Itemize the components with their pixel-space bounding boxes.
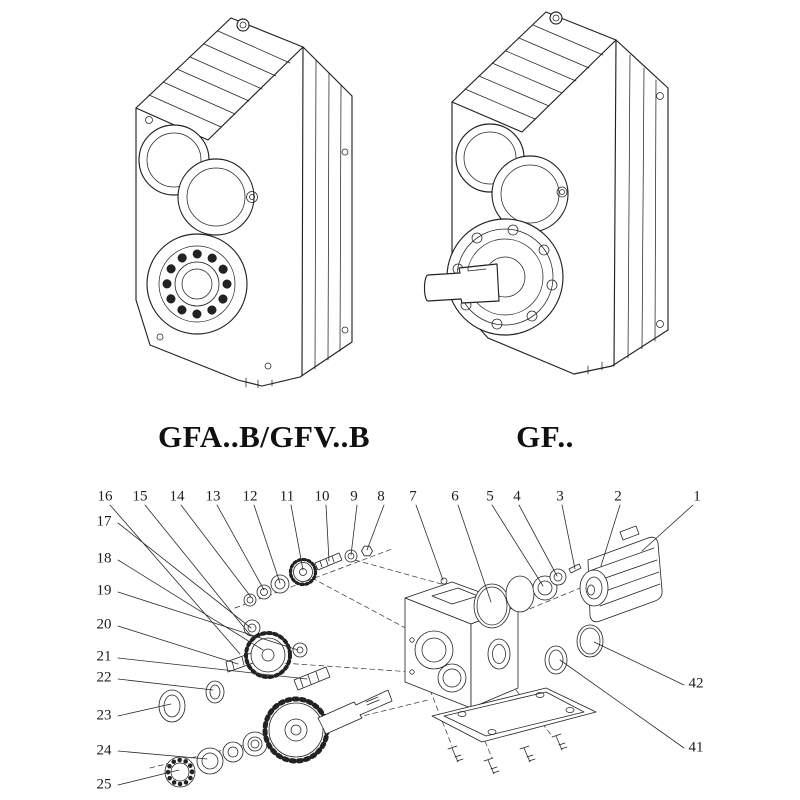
callout-12: 12 (242, 488, 258, 505)
callout-18: 18 (96, 550, 112, 567)
callout-24: 24 (96, 742, 112, 759)
callout-11: 11 (279, 488, 295, 505)
callout-22: 22 (96, 669, 112, 686)
gearbox-housing (404, 577, 519, 709)
callout-25: 25 (96, 776, 112, 793)
exploded-view-drawing (109, 504, 694, 788)
callout-23: 23 (96, 707, 112, 724)
callout-20: 20 (96, 616, 112, 633)
callout-1: 1 (693, 488, 701, 505)
right-model-label: GF.. (516, 419, 574, 454)
callout-4: 4 (513, 488, 521, 505)
callout-15: 15 (132, 488, 148, 505)
callout-6: 6 (451, 488, 459, 505)
hollow-shaft-bearing (146, 233, 248, 335)
callout-21: 21 (96, 648, 112, 665)
right-gearbox-drawing (423, 11, 669, 375)
callout-10: 10 (314, 488, 330, 505)
callout-17: 17 (96, 513, 112, 530)
oil-plug-icon (236, 18, 250, 32)
callout-5: 5 (486, 488, 494, 505)
callout-41: 41 (688, 739, 704, 756)
motor (579, 525, 663, 623)
callout-9: 9 (350, 488, 358, 505)
output-shaft (423, 263, 500, 304)
callout-2: 2 (614, 488, 622, 505)
callout-13: 13 (205, 488, 221, 505)
input-shaft-parts (243, 545, 373, 607)
output-shaft-parts (164, 689, 393, 788)
left-gearbox-drawing (135, 17, 353, 389)
cover-bolts (447, 733, 568, 775)
left-model-label: GFA..B/GFV..B (157, 419, 371, 454)
callout-8: 8 (377, 488, 385, 505)
callout-3: 3 (556, 488, 564, 505)
cover-plate (431, 687, 597, 743)
callout-42: 42 (688, 675, 704, 692)
input-side-parts (473, 563, 604, 675)
oil-plug-icon (549, 11, 563, 25)
callout-7: 7 (409, 488, 417, 505)
callout-16: 16 (97, 488, 113, 505)
callout-leader-lines (109, 504, 694, 786)
callout-19: 19 (96, 582, 112, 599)
intermediate-shaft-parts (158, 619, 331, 723)
callout-14: 14 (169, 488, 185, 505)
